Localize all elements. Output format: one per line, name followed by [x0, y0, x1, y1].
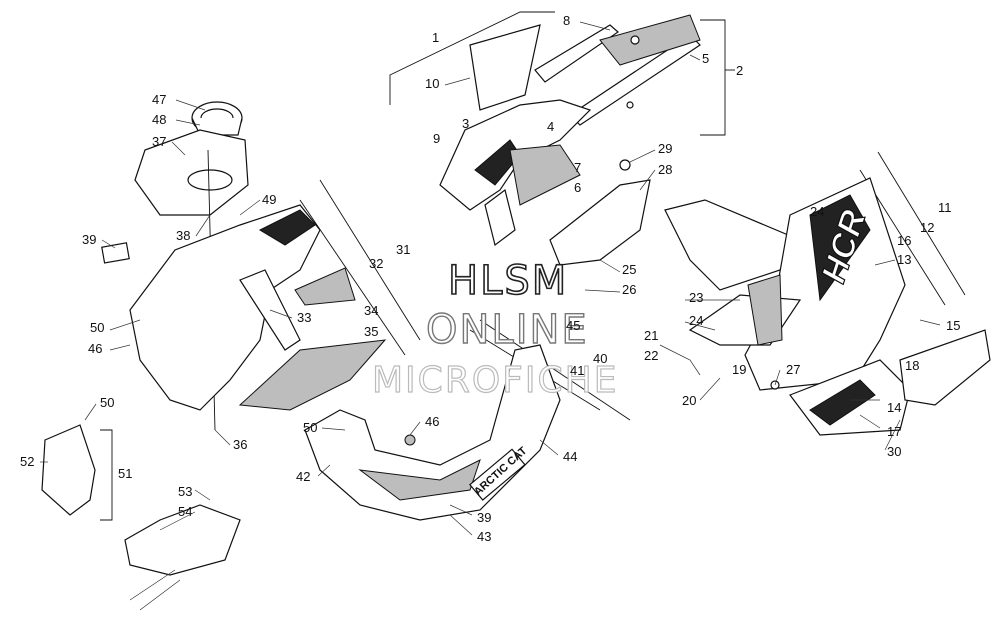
callout: 53	[178, 484, 192, 499]
callout: 8	[563, 13, 570, 28]
callout: 25	[622, 262, 636, 277]
callout: 9	[433, 131, 440, 146]
callout: 4	[547, 119, 554, 134]
watermark-line2: ONLINE	[426, 307, 589, 353]
vent-mesh	[509, 144, 581, 206]
callout: 42	[296, 469, 310, 484]
mesh-insert-34	[294, 267, 356, 306]
callout: 51	[118, 466, 132, 481]
side-duct	[549, 159, 801, 291]
windshield-panel	[469, 24, 541, 111]
watermark: HLSM ONLINE MICROFICHE	[371, 257, 618, 401]
callout: 38	[176, 228, 190, 243]
callout: 48	[152, 112, 166, 127]
callout: 50	[303, 420, 317, 435]
callout: 2	[736, 63, 743, 78]
callout: 24	[810, 204, 824, 219]
callout: 7	[574, 160, 581, 175]
belly-pan-assembly	[101, 179, 421, 411]
side-panel-assembly: HCR	[688, 151, 991, 436]
side-mesh	[747, 274, 783, 346]
callout: 24	[689, 313, 703, 328]
callout: 28	[658, 162, 672, 177]
callout: 29	[658, 141, 672, 156]
callout: 22	[644, 348, 658, 363]
callout: 6	[574, 180, 581, 195]
mesh-insert-35	[238, 339, 387, 411]
callout: 34	[364, 303, 378, 318]
windshield-assembly	[389, 11, 735, 247]
callout: 43	[477, 529, 491, 544]
callout: 12	[920, 220, 934, 235]
callout: 41	[570, 363, 584, 378]
callout: 11	[938, 200, 952, 215]
callout: 47	[152, 92, 166, 107]
callout: 26	[622, 282, 636, 297]
callout: 35	[364, 324, 378, 339]
callout: 40	[593, 351, 607, 366]
lower-brackets	[41, 424, 241, 611]
callout: 30	[887, 444, 901, 459]
callout: 44	[563, 449, 577, 464]
callout: 31	[396, 242, 410, 257]
callout: 15	[946, 318, 960, 333]
callout: 52	[20, 454, 34, 469]
callout: 27	[786, 362, 800, 377]
callout: 46	[88, 341, 102, 356]
callout: 20	[682, 393, 696, 408]
callout: 13	[897, 252, 911, 267]
callout: 1	[432, 30, 439, 45]
callout: 39	[477, 510, 491, 525]
callout: 16	[897, 233, 911, 248]
callout: 32	[369, 256, 383, 271]
callout: 46	[425, 414, 439, 429]
callout: 45	[566, 318, 580, 333]
callout: 37	[152, 134, 166, 149]
callout: 10	[425, 76, 439, 91]
intake-assembly	[134, 101, 249, 431]
watermark-line3: MICROFICHE	[372, 360, 618, 401]
leader-lines	[40, 21, 941, 536]
callout: 14	[887, 400, 901, 415]
callout: 39	[82, 232, 96, 247]
callout: 18	[905, 358, 919, 373]
callout: 50	[90, 320, 104, 335]
callout: 49	[262, 192, 276, 207]
callout: 19	[732, 362, 746, 377]
callout: 36	[233, 437, 247, 452]
watermark-line1: HLSM	[448, 258, 568, 304]
callout: 33	[297, 310, 311, 325]
callout-labels: 1 2 3 4 5 6 7 8 9 10 11 12 13 14 15 16 1…	[20, 13, 960, 544]
callout: 50	[100, 395, 114, 410]
callout: 21	[644, 328, 658, 343]
callout: 23	[689, 290, 703, 305]
callout: 5	[702, 51, 709, 66]
callout: 3	[462, 116, 469, 131]
